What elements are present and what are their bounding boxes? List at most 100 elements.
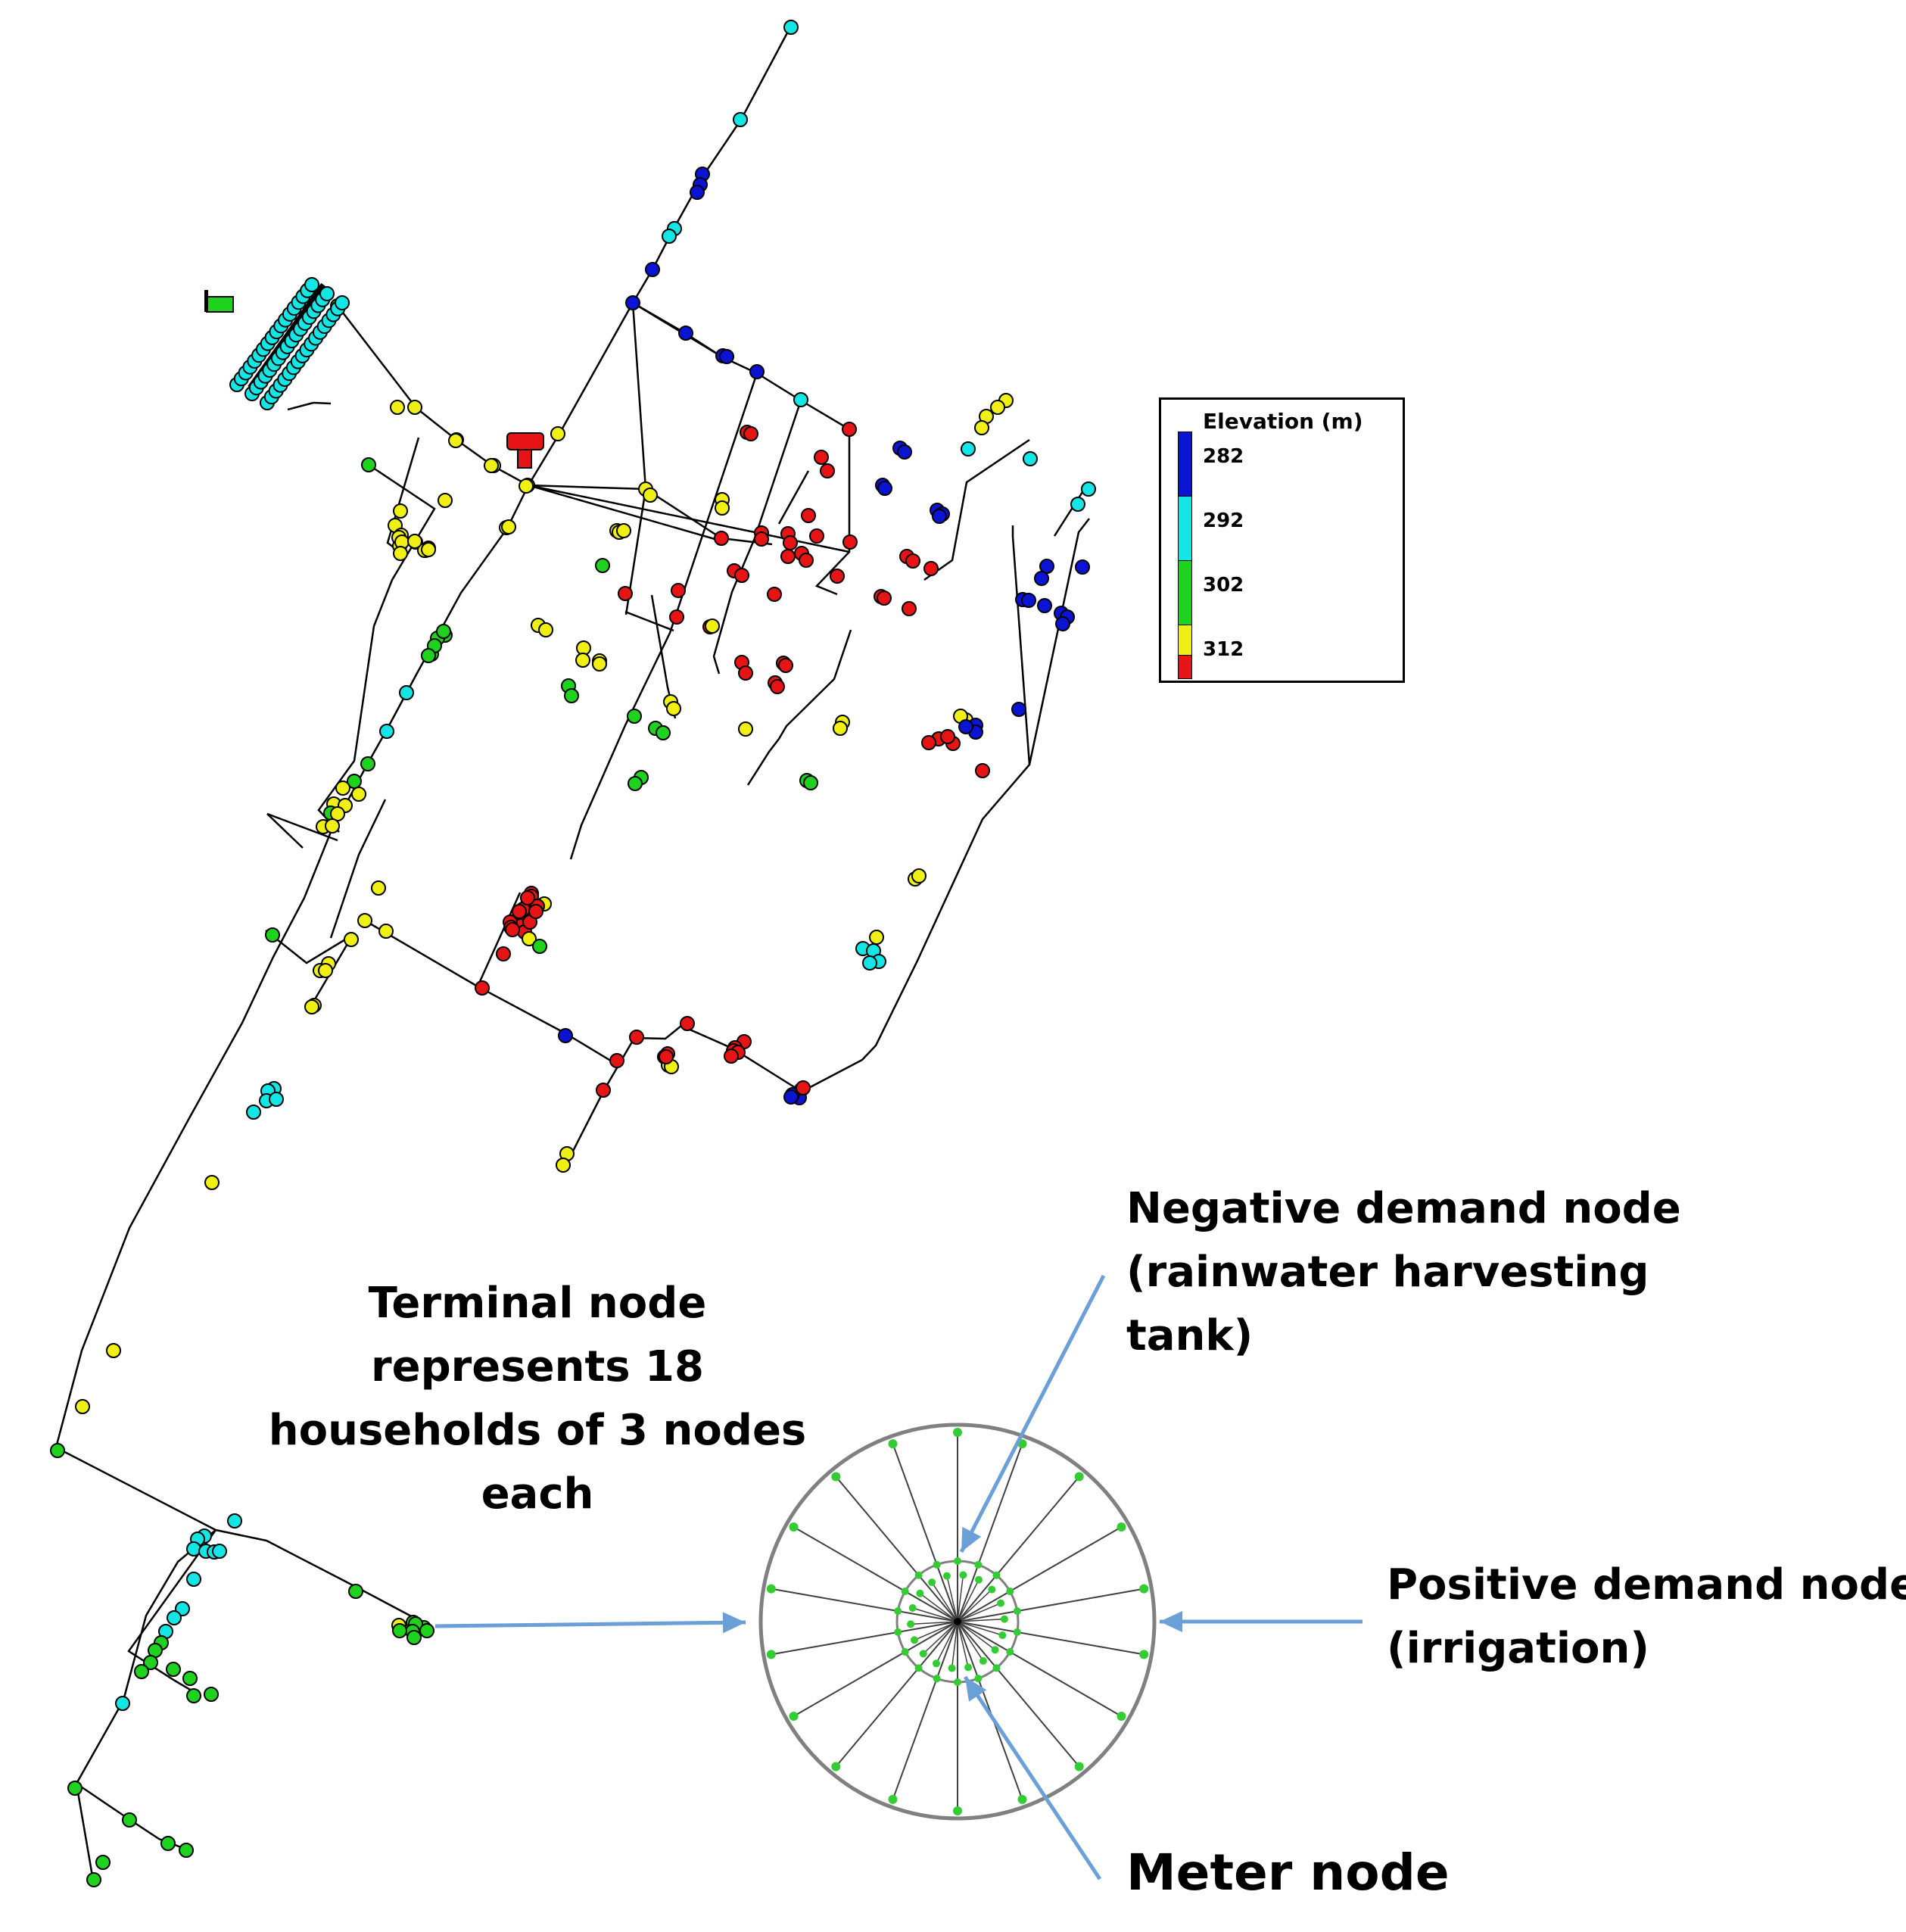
node-312 — [643, 488, 658, 503]
node-282 — [558, 1028, 573, 1043]
node-312 — [357, 913, 372, 928]
legend-swatch-282 — [1178, 432, 1192, 497]
node-302 — [656, 725, 671, 740]
node-312 — [616, 523, 631, 538]
node-302 — [204, 1687, 219, 1702]
node-above-312 — [905, 553, 920, 569]
pipe-link — [746, 629, 852, 786]
pipe-link — [364, 919, 614, 1064]
node-292 — [186, 1541, 201, 1557]
pipe-link — [1011, 525, 1031, 765]
irrigation-demand-node — [1074, 1762, 1084, 1772]
node-312 — [990, 400, 1005, 415]
node-282 — [678, 326, 693, 341]
legend-title: Elevation (m) — [1203, 409, 1363, 434]
node-above-312 — [528, 904, 543, 919]
legend-label-312: 312 — [1203, 638, 1244, 661]
rainwater-tank-node — [919, 1650, 927, 1658]
irrigation-demand-node — [789, 1522, 799, 1532]
household-spoke — [957, 1621, 1123, 1717]
household-spoke — [771, 1621, 958, 1656]
pipe-link — [527, 433, 561, 486]
node-312 — [522, 931, 537, 946]
node-292 — [227, 1513, 242, 1528]
pipe-link — [631, 302, 647, 490]
arrowhead-icon — [961, 1526, 982, 1552]
node-302 — [134, 1664, 149, 1679]
pipe-link — [55, 1446, 418, 1621]
node-312 — [351, 787, 366, 802]
node-312 — [325, 818, 340, 834]
node-above-312 — [680, 1016, 695, 1031]
household-spoke — [957, 1475, 1080, 1622]
pipe-link — [266, 812, 338, 849]
node-292 — [212, 1544, 227, 1559]
node-312 — [501, 519, 516, 534]
rainwater-tank-node — [988, 1585, 996, 1594]
node-above-312 — [475, 980, 490, 996]
node-above-312 — [799, 553, 814, 568]
node-282 — [897, 444, 912, 460]
positive-callout-line: (irrigation) — [1387, 1624, 1649, 1673]
node-312 — [318, 963, 333, 978]
legend-label-302: 302 — [1203, 574, 1244, 597]
irrigation-demand-node — [766, 1650, 776, 1659]
node-312 — [393, 546, 408, 561]
meter-node — [1006, 1648, 1014, 1656]
pipe-link — [814, 429, 851, 596]
node-292 — [186, 1572, 201, 1587]
household-spoke — [793, 1526, 958, 1622]
rainwater-tank-node — [964, 1663, 973, 1672]
legend-label-292: 292 — [1203, 509, 1244, 532]
node-282 — [1037, 598, 1052, 613]
household-tank-spoke — [957, 1579, 979, 1622]
meter-node — [901, 1588, 909, 1595]
node-282 — [625, 295, 640, 310]
node-above-312 — [809, 528, 824, 544]
legend-swatch-302 — [1178, 560, 1192, 626]
household-spoke — [771, 1588, 958, 1622]
node-312 — [974, 420, 989, 435]
household-spoke — [957, 1526, 1123, 1622]
pipe-link — [712, 400, 802, 675]
node-302 — [421, 648, 436, 663]
pipe-link — [528, 484, 773, 546]
node-282 — [719, 349, 734, 364]
meter-callout-line: Meter node — [1126, 1843, 1450, 1902]
irrigation-demand-node — [1117, 1522, 1126, 1532]
node-above-312 — [738, 665, 753, 681]
legend-label-282: 282 — [1203, 445, 1244, 468]
meter-node — [974, 1675, 983, 1683]
node-282 — [1011, 702, 1026, 717]
pipe-link — [569, 372, 758, 860]
node-282 — [1021, 593, 1036, 608]
node-above-312 — [940, 729, 955, 744]
node-302 — [182, 1671, 198, 1686]
node-above-312 — [496, 946, 511, 961]
terminal-node-callout: Terminal node represents 18 households o… — [250, 1272, 825, 1526]
meter-node — [954, 1678, 961, 1686]
pipe-link — [313, 401, 332, 405]
node-282 — [1034, 571, 1049, 586]
node-282 — [1075, 559, 1090, 575]
rainwater-tank-node — [979, 1656, 987, 1665]
node-312 — [344, 932, 359, 947]
pipe-link — [558, 302, 634, 435]
reservoir-icon — [206, 296, 234, 313]
node-302 — [392, 1623, 407, 1638]
node-above-312 — [659, 1049, 674, 1064]
node-above-312 — [618, 586, 633, 601]
node-292 — [304, 277, 319, 292]
node-292 — [662, 229, 677, 244]
pipe-link — [777, 470, 810, 525]
household-tank-spoke — [951, 1621, 958, 1669]
positive-callout-line: Positive demand node — [1387, 1560, 1906, 1609]
legend-swatch-312 — [1178, 625, 1192, 656]
node-282 — [690, 185, 705, 200]
node-282 — [645, 262, 660, 277]
household-tank-spoke — [957, 1621, 996, 1650]
callout-arrows — [434, 1274, 1363, 1881]
node-292 — [335, 295, 350, 310]
node-312 — [106, 1343, 121, 1358]
node-292 — [793, 392, 808, 407]
